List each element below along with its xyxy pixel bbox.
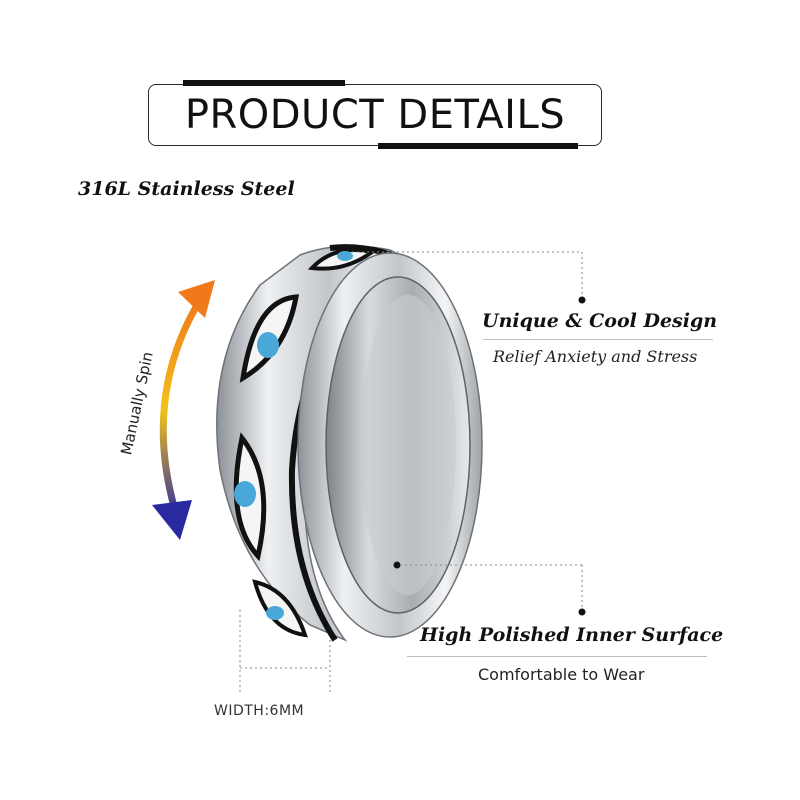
feature-title-design: Unique & Cool Design [482,310,718,332]
feature-subtitle-inner-surface: Comfortable to Wear [478,665,645,684]
feature-divider [407,656,707,657]
feature-divider [483,339,713,340]
width-dimension-marker [239,610,331,695]
callout-line-design [352,251,586,304]
evil-eye-motif-icon [239,294,300,383]
ring-icon [216,244,483,642]
spin-arrow-icon [152,280,215,540]
page-title: PRODUCT DETAILS [184,92,566,138]
callout-line-inner [393,561,586,616]
feature-subtitle-design: Relief Anxiety and Stress [493,347,698,366]
title-accent-bar-top [183,80,345,86]
material-label: 316L Stainless Steel [78,178,295,200]
title-box [148,84,602,146]
evil-eye-motif-icon [233,432,267,562]
width-label: WIDTH:6MM [214,703,305,719]
feature-title-inner-surface: High Polished Inner Surface [420,624,724,646]
evil-eye-motif-icon [252,579,308,638]
title-accent-bar-bottom [378,143,578,149]
